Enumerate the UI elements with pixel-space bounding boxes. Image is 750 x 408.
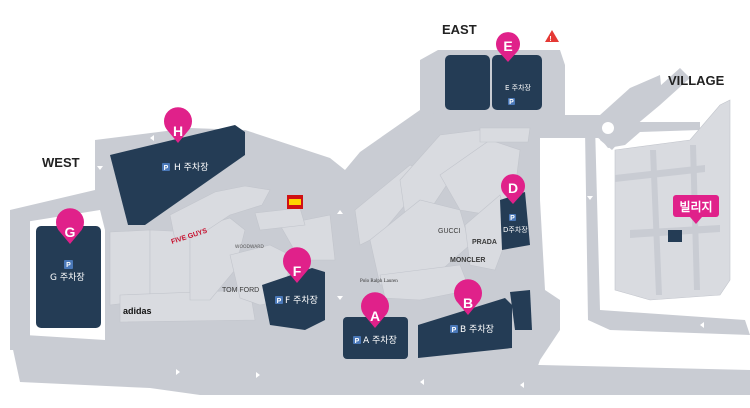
svg-text:P: P: [355, 338, 360, 345]
parking-label-b: B 주차장: [460, 323, 494, 335]
pin-a[interactable]: A: [361, 292, 390, 328]
brand-gucci: GUCCI: [438, 228, 461, 235]
brand-adidas: adidas: [123, 306, 152, 316]
village-tag[interactable]: 빌리지: [673, 195, 719, 224]
pin-f[interactable]: F: [283, 247, 311, 283]
svg-text:B: B: [463, 295, 473, 311]
svg-text:E: E: [503, 38, 512, 54]
parking-lot-b[interactable]: P B 주차장: [418, 290, 532, 358]
svg-text:P: P: [277, 298, 282, 305]
parking-lot-a[interactable]: P A 주차장: [343, 317, 408, 359]
parking-lot-g[interactable]: P G 주차장: [36, 226, 101, 328]
parking-lot-f[interactable]: P F 주차장: [262, 268, 325, 330]
warning-icon: [545, 30, 559, 42]
brand-tom-ford: TOM FORD: [222, 287, 259, 294]
lego-logo-inner: [289, 199, 301, 205]
parking-label-e: E 주차장: [505, 83, 532, 92]
pin-b[interactable]: B: [454, 279, 482, 315]
parking-label-g: G 주차장: [50, 271, 85, 283]
svg-text:P: P: [510, 215, 515, 222]
svg-text:F: F: [293, 263, 302, 279]
pin-d[interactable]: D: [500, 174, 525, 204]
region-village: VILLAGE: [668, 73, 725, 88]
svg-text:H: H: [173, 123, 183, 139]
svg-text:A: A: [370, 308, 380, 324]
warning-mark: !: [549, 36, 551, 43]
svg-text:P: P: [164, 165, 169, 172]
svg-text:P: P: [452, 327, 457, 334]
parking-lot-d[interactable]: P D주차장: [500, 192, 530, 250]
parking-label-f: F 주차장: [285, 294, 318, 306]
parking-lot-h[interactable]: P H 주차장: [110, 125, 245, 225]
svg-text:빌리지: 빌리지: [679, 199, 712, 214]
pin-h[interactable]: H: [164, 107, 193, 143]
region-west: WEST: [42, 155, 80, 170]
east-buildings: [354, 127, 531, 301]
brand-woodward: WOODWARD: [235, 244, 264, 250]
parking-label-a: A 주차장: [363, 334, 397, 346]
pin-e[interactable]: E: [496, 32, 521, 62]
svg-text:P: P: [66, 262, 71, 269]
svg-text:P: P: [509, 99, 514, 106]
svg-text:G: G: [65, 224, 76, 240]
pin-g[interactable]: G: [56, 208, 85, 244]
brand-prada: PRADA: [472, 239, 497, 246]
parking-label-h: H 주차장: [174, 161, 208, 173]
svg-text:D: D: [508, 180, 518, 196]
region-east: EAST: [442, 22, 477, 37]
parking-lot-e[interactable]: P E 주차장: [445, 55, 542, 110]
west-buildings: [109, 185, 336, 323]
brand-polo: Polo Ralph Lauren: [360, 279, 398, 284]
brand-moncler: MONCLER: [450, 257, 485, 264]
parking-label-d: D주차장: [503, 225, 528, 234]
roundabout-center: [602, 122, 614, 134]
